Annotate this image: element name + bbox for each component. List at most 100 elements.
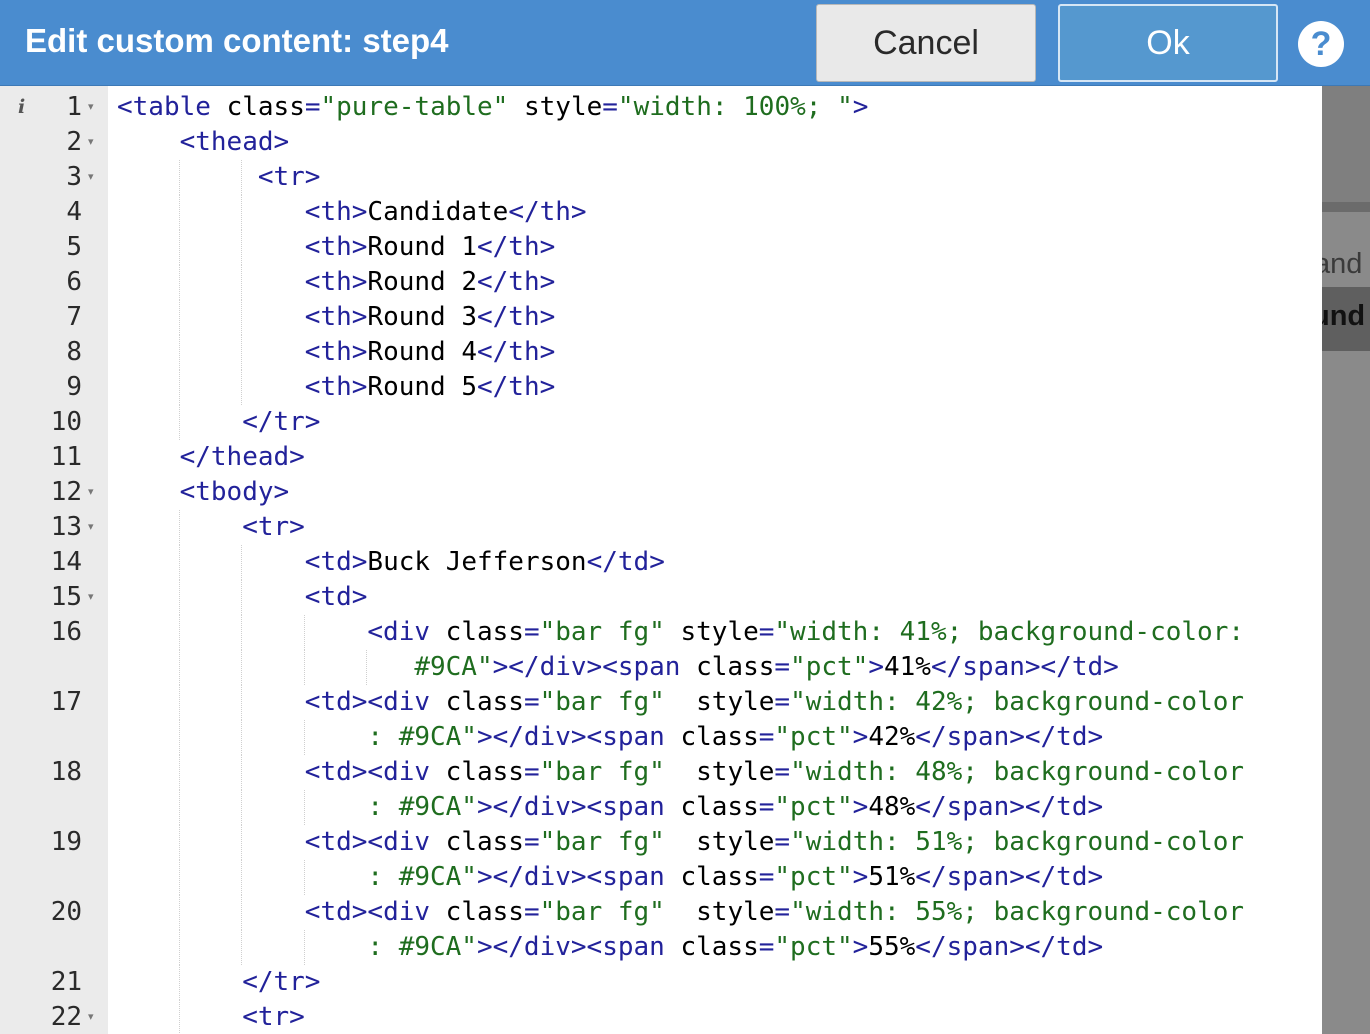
line-number: 10 (50, 407, 82, 437)
code-token: "width: 41%; background-color: (774, 617, 1245, 647)
code-line[interactable]: 6<th>Round 2</th> (0, 265, 1322, 300)
code-line[interactable]: 5<th>Round 1</th> (0, 230, 1322, 265)
code-token: "bar fg" (539, 897, 665, 927)
code-line[interactable]: : #9CA"></div><span class="pct">51%</spa… (0, 860, 1322, 895)
background-text: and (1322, 248, 1363, 280)
code-token: <div (367, 617, 431, 647)
code-token: #9CA" (414, 652, 493, 682)
line-number: 4 (66, 197, 82, 227)
code-token: ></div><span (476, 932, 665, 962)
line-number: 3 (66, 162, 82, 192)
fold-toggle-icon[interactable]: ▾ (88, 521, 94, 533)
code-token: ></div><span (476, 792, 665, 822)
code-line[interactable]: : #9CA"></div><span class="pct">42%</spa… (0, 720, 1322, 755)
code-token: Candidate (367, 197, 509, 227)
code-text: <tr> (242, 510, 305, 545)
indent-guide (303, 720, 305, 755)
cancel-button[interactable]: Cancel (816, 4, 1036, 82)
fold-toggle-icon[interactable]: ▾ (88, 1011, 94, 1023)
code-token: <th> (304, 267, 368, 297)
code-line[interactable]: 22▾<tr> (0, 1000, 1322, 1034)
indent-guide (178, 965, 180, 1000)
indent-guide (178, 230, 180, 265)
code-text: </thead> (180, 440, 305, 475)
code-text: : #9CA"></div><span class="pct">48%</spa… (367, 790, 1103, 825)
code-token: <td><div (304, 687, 431, 717)
code-token: </span></td> (915, 722, 1104, 752)
indent-guide (178, 720, 180, 755)
line-number: 21 (50, 967, 82, 997)
code-token: Buck Jefferson (367, 547, 587, 577)
fold-toggle-icon[interactable]: ▾ (88, 591, 94, 603)
code-line[interactable]: 20<td><div class="bar fg" style="width: … (0, 895, 1322, 930)
code-line[interactable]: : #9CA"></div><span class="pct">55%</spa… (0, 930, 1322, 965)
code-line[interactable]: 9<th>Round 5</th> (0, 370, 1322, 405)
code-line[interactable]: 14<td>Buck Jefferson</td> (0, 545, 1322, 580)
code-token: <td><div (304, 897, 431, 927)
code-line[interactable]: 11 </thead> (0, 440, 1322, 475)
code-text: <tbody> (180, 475, 290, 510)
code-token: class (430, 617, 524, 647)
indent-guide (241, 720, 243, 755)
code-line[interactable]: #9CA"></div><span class="pct">41%</span>… (0, 650, 1322, 685)
code-token: "width: 48%; background-color (790, 757, 1245, 787)
code-line[interactable]: 15▾<td> (0, 580, 1322, 615)
code-line[interactable]: 21</tr> (0, 965, 1322, 1000)
indent-guide (178, 895, 180, 930)
code-token: = (774, 652, 791, 682)
code-token: </span></td> (915, 792, 1104, 822)
code-line[interactable]: : #9CA"></div><span class="pct">48%</spa… (0, 790, 1322, 825)
code-token: = (774, 687, 791, 717)
line-number: 18 (50, 757, 82, 787)
fold-toggle-icon[interactable]: ▾ (88, 171, 94, 183)
fold-toggle-icon[interactable]: ▾ (88, 101, 94, 113)
code-line[interactable]: 13▾<tr> (0, 510, 1322, 545)
code-token: style (664, 757, 775, 787)
code-token: class (430, 827, 524, 857)
code-line[interactable]: 2▾<thead> (0, 125, 1322, 160)
code-token: Round 3 (367, 302, 477, 332)
background-divider (1322, 202, 1370, 212)
code-text: <th>Round 4</th> (305, 335, 555, 370)
line-number: 5 (66, 232, 82, 262)
code-token: : #9CA" (367, 722, 477, 752)
code-token: = (523, 757, 540, 787)
code-token: = (523, 827, 540, 857)
indent-guide (241, 930, 243, 965)
code-token: </th> (477, 302, 556, 332)
indent-guide (178, 405, 180, 440)
fold-toggle-icon[interactable]: ▾ (88, 136, 94, 148)
code-line[interactable]: 7<th>Round 3</th> (0, 300, 1322, 335)
line-number: 11 (50, 442, 82, 472)
code-token: > (852, 932, 869, 962)
code-token: "pct" (774, 932, 853, 962)
background-heading: und (1322, 300, 1366, 332)
code-text: <td><div class="bar fg" style="width: 51… (305, 825, 1244, 860)
code-token: class (664, 792, 759, 822)
code-token: = (774, 897, 791, 927)
code-line[interactable]: 3 ▾ <tr> (0, 160, 1322, 195)
background-page: and und (1322, 0, 1370, 1034)
code-line[interactable]: 4<th>Candidate</th> (0, 195, 1322, 230)
code-token: </span></td> (915, 862, 1104, 892)
code-token: "bar fg" (539, 617, 665, 647)
code-line[interactable]: 19<td><div class="bar fg" style="width: … (0, 825, 1322, 860)
fold-toggle-icon[interactable]: ▾ (88, 486, 94, 498)
code-text: <tr> (258, 160, 321, 195)
code-line[interactable]: 8<th>Round 4</th> (0, 335, 1322, 370)
code-line[interactable]: 17<td><div class="bar fg" style="width: … (0, 685, 1322, 720)
info-icon[interactable]: i (18, 96, 26, 118)
indent-guide (178, 195, 180, 230)
code-token: "pct" (790, 652, 869, 682)
help-icon[interactable]: ? (1298, 21, 1344, 67)
code-token: "pct" (774, 862, 853, 892)
code-token: <th> (304, 372, 368, 402)
code-line[interactable]: 12▾<tbody> (0, 475, 1322, 510)
code-token: class (680, 652, 775, 682)
code-line[interactable]: 16<div class="bar fg" style="width: 41%;… (0, 615, 1322, 650)
code-line[interactable]: 10</tr> (0, 405, 1322, 440)
ok-button[interactable]: Ok (1058, 4, 1278, 82)
code-line[interactable]: 18<td><div class="bar fg" style="width: … (0, 755, 1322, 790)
